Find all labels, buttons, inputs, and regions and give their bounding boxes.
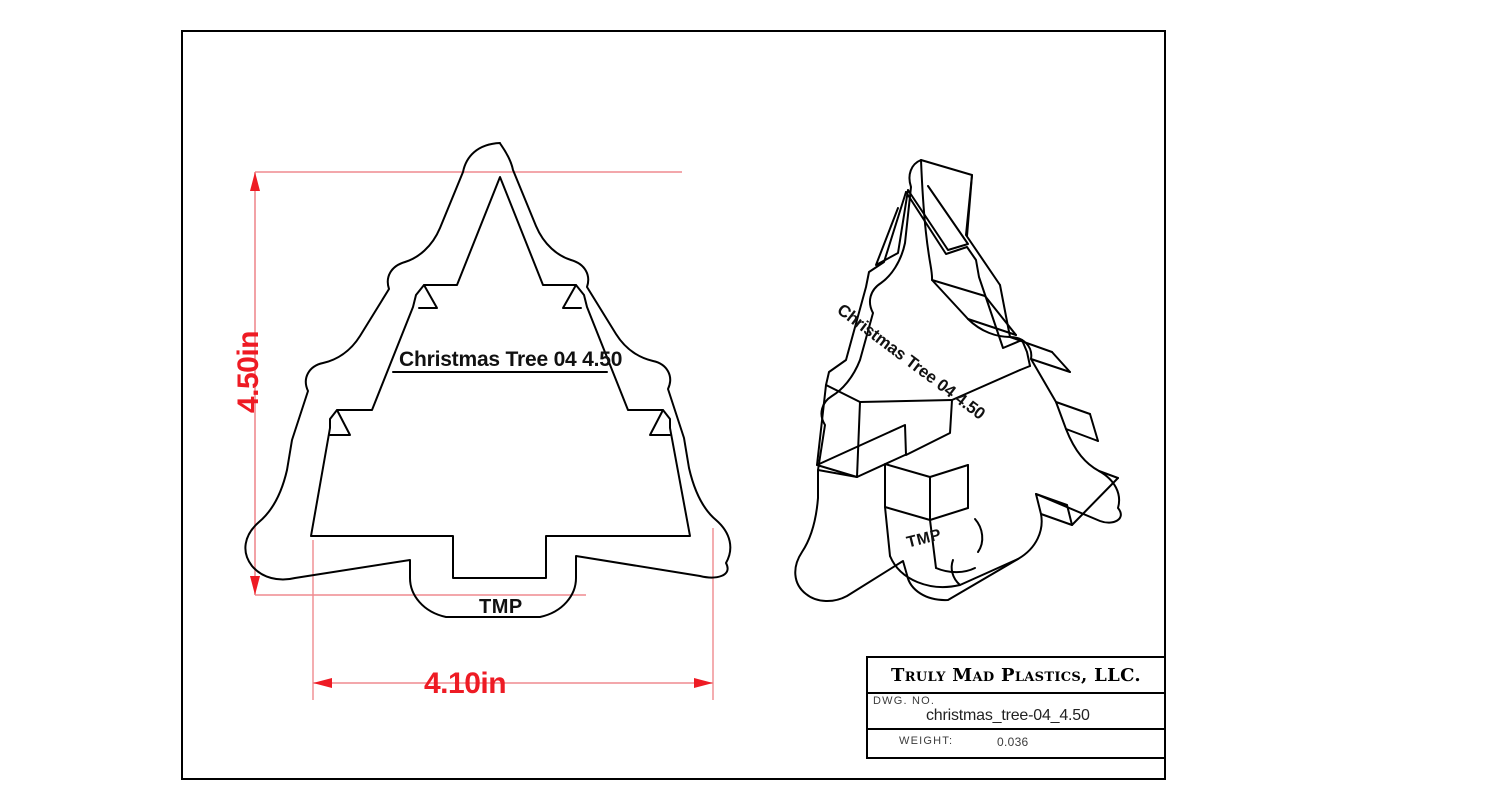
title-block-dwg-row: DWG. NO. christmas_tree-04_4.50 bbox=[868, 694, 1164, 730]
horizontal-dimension-label: 4.10in bbox=[424, 667, 507, 700]
company-name: Truly Mad Plastics, LLC. bbox=[891, 664, 1141, 686]
front-view-part-name: Christmas Tree 04 4.50 bbox=[399, 348, 623, 371]
title-block: Truly Mad Plastics, LLC. DWG. NO. christ… bbox=[866, 656, 1166, 759]
dwg-no-label: DWG. NO. bbox=[873, 695, 936, 707]
front-view-tmp-label: TMP bbox=[479, 596, 523, 618]
title-block-company-row: Truly Mad Plastics, LLC. bbox=[868, 658, 1164, 694]
weight-label: WEIGHT: bbox=[899, 735, 954, 747]
title-block-weight-row: WEIGHT: 0.036 bbox=[868, 730, 1164, 757]
weight-value: 0.036 bbox=[997, 735, 1029, 749]
dwg-no-value: christmas_tree-04_4.50 bbox=[926, 707, 1090, 724]
vertical-dimension-label: 4.50in bbox=[232, 331, 265, 414]
